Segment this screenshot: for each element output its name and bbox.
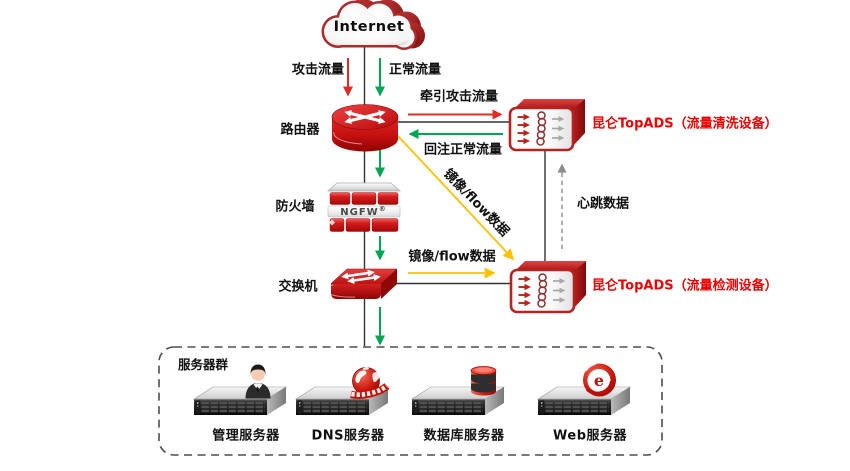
- internet-cloud-icon: [321, 0, 425, 50]
- mirror-flow-diagonal-arrow: [397, 135, 515, 261]
- web-server-icon: [536, 386, 632, 415]
- divert-attack-label: 牵引攻击流量: [419, 89, 499, 105]
- firewall-icon: [327, 182, 401, 232]
- ads-cleaner-label: 昆仑TopADS（流量清洗设备）: [592, 116, 778, 132]
- admin-person-icon: [245, 364, 271, 399]
- ads-cleaner-icon: [508, 99, 585, 152]
- database-icon: [470, 366, 497, 396]
- router-icon: [331, 104, 399, 152]
- router-label: 路由器: [280, 122, 320, 138]
- switch-label: 交换机: [278, 279, 318, 295]
- ads-detector-icon: [509, 261, 586, 314]
- attack-traffic-label: 攻击流量: [291, 62, 345, 78]
- firewall-label: 防火墙: [275, 199, 315, 215]
- firewall-badge: NGFW®: [340, 205, 385, 217]
- server-group-box: [158, 346, 663, 456]
- server-group-title: 服务器群: [178, 356, 229, 372]
- database-server-label: 数据库服务器: [423, 428, 505, 444]
- mirror-flow-horizontal-label: 镜像/flow数据: [408, 249, 496, 265]
- heartbeat-label: 心跳数据: [577, 196, 630, 212]
- internet-label: Internet: [333, 18, 405, 35]
- admin-server-label: 管理服务器: [212, 428, 280, 444]
- normal-traffic-label: 正常流量: [388, 62, 442, 78]
- ads-detector-label: 昆仑TopADS（流量检测设备）: [592, 278, 778, 294]
- reinject-normal-label: 回注正常流量: [423, 142, 503, 158]
- switch-icon: [324, 268, 398, 299]
- firewall-badge-text: NGFW: [340, 206, 379, 218]
- database-server-icon: [410, 386, 506, 415]
- ie-letter: e: [593, 371, 605, 390]
- admin-server-icon: [192, 386, 288, 415]
- dns-server-label: DNS服务器: [311, 428, 385, 444]
- web-server-label: Web服务器: [553, 428, 627, 444]
- globe-icon: [350, 366, 390, 399]
- firewall-badge-mark: ®: [378, 204, 386, 213]
- ie-browser-icon: [583, 363, 616, 397]
- connectors: [343, 47, 567, 346]
